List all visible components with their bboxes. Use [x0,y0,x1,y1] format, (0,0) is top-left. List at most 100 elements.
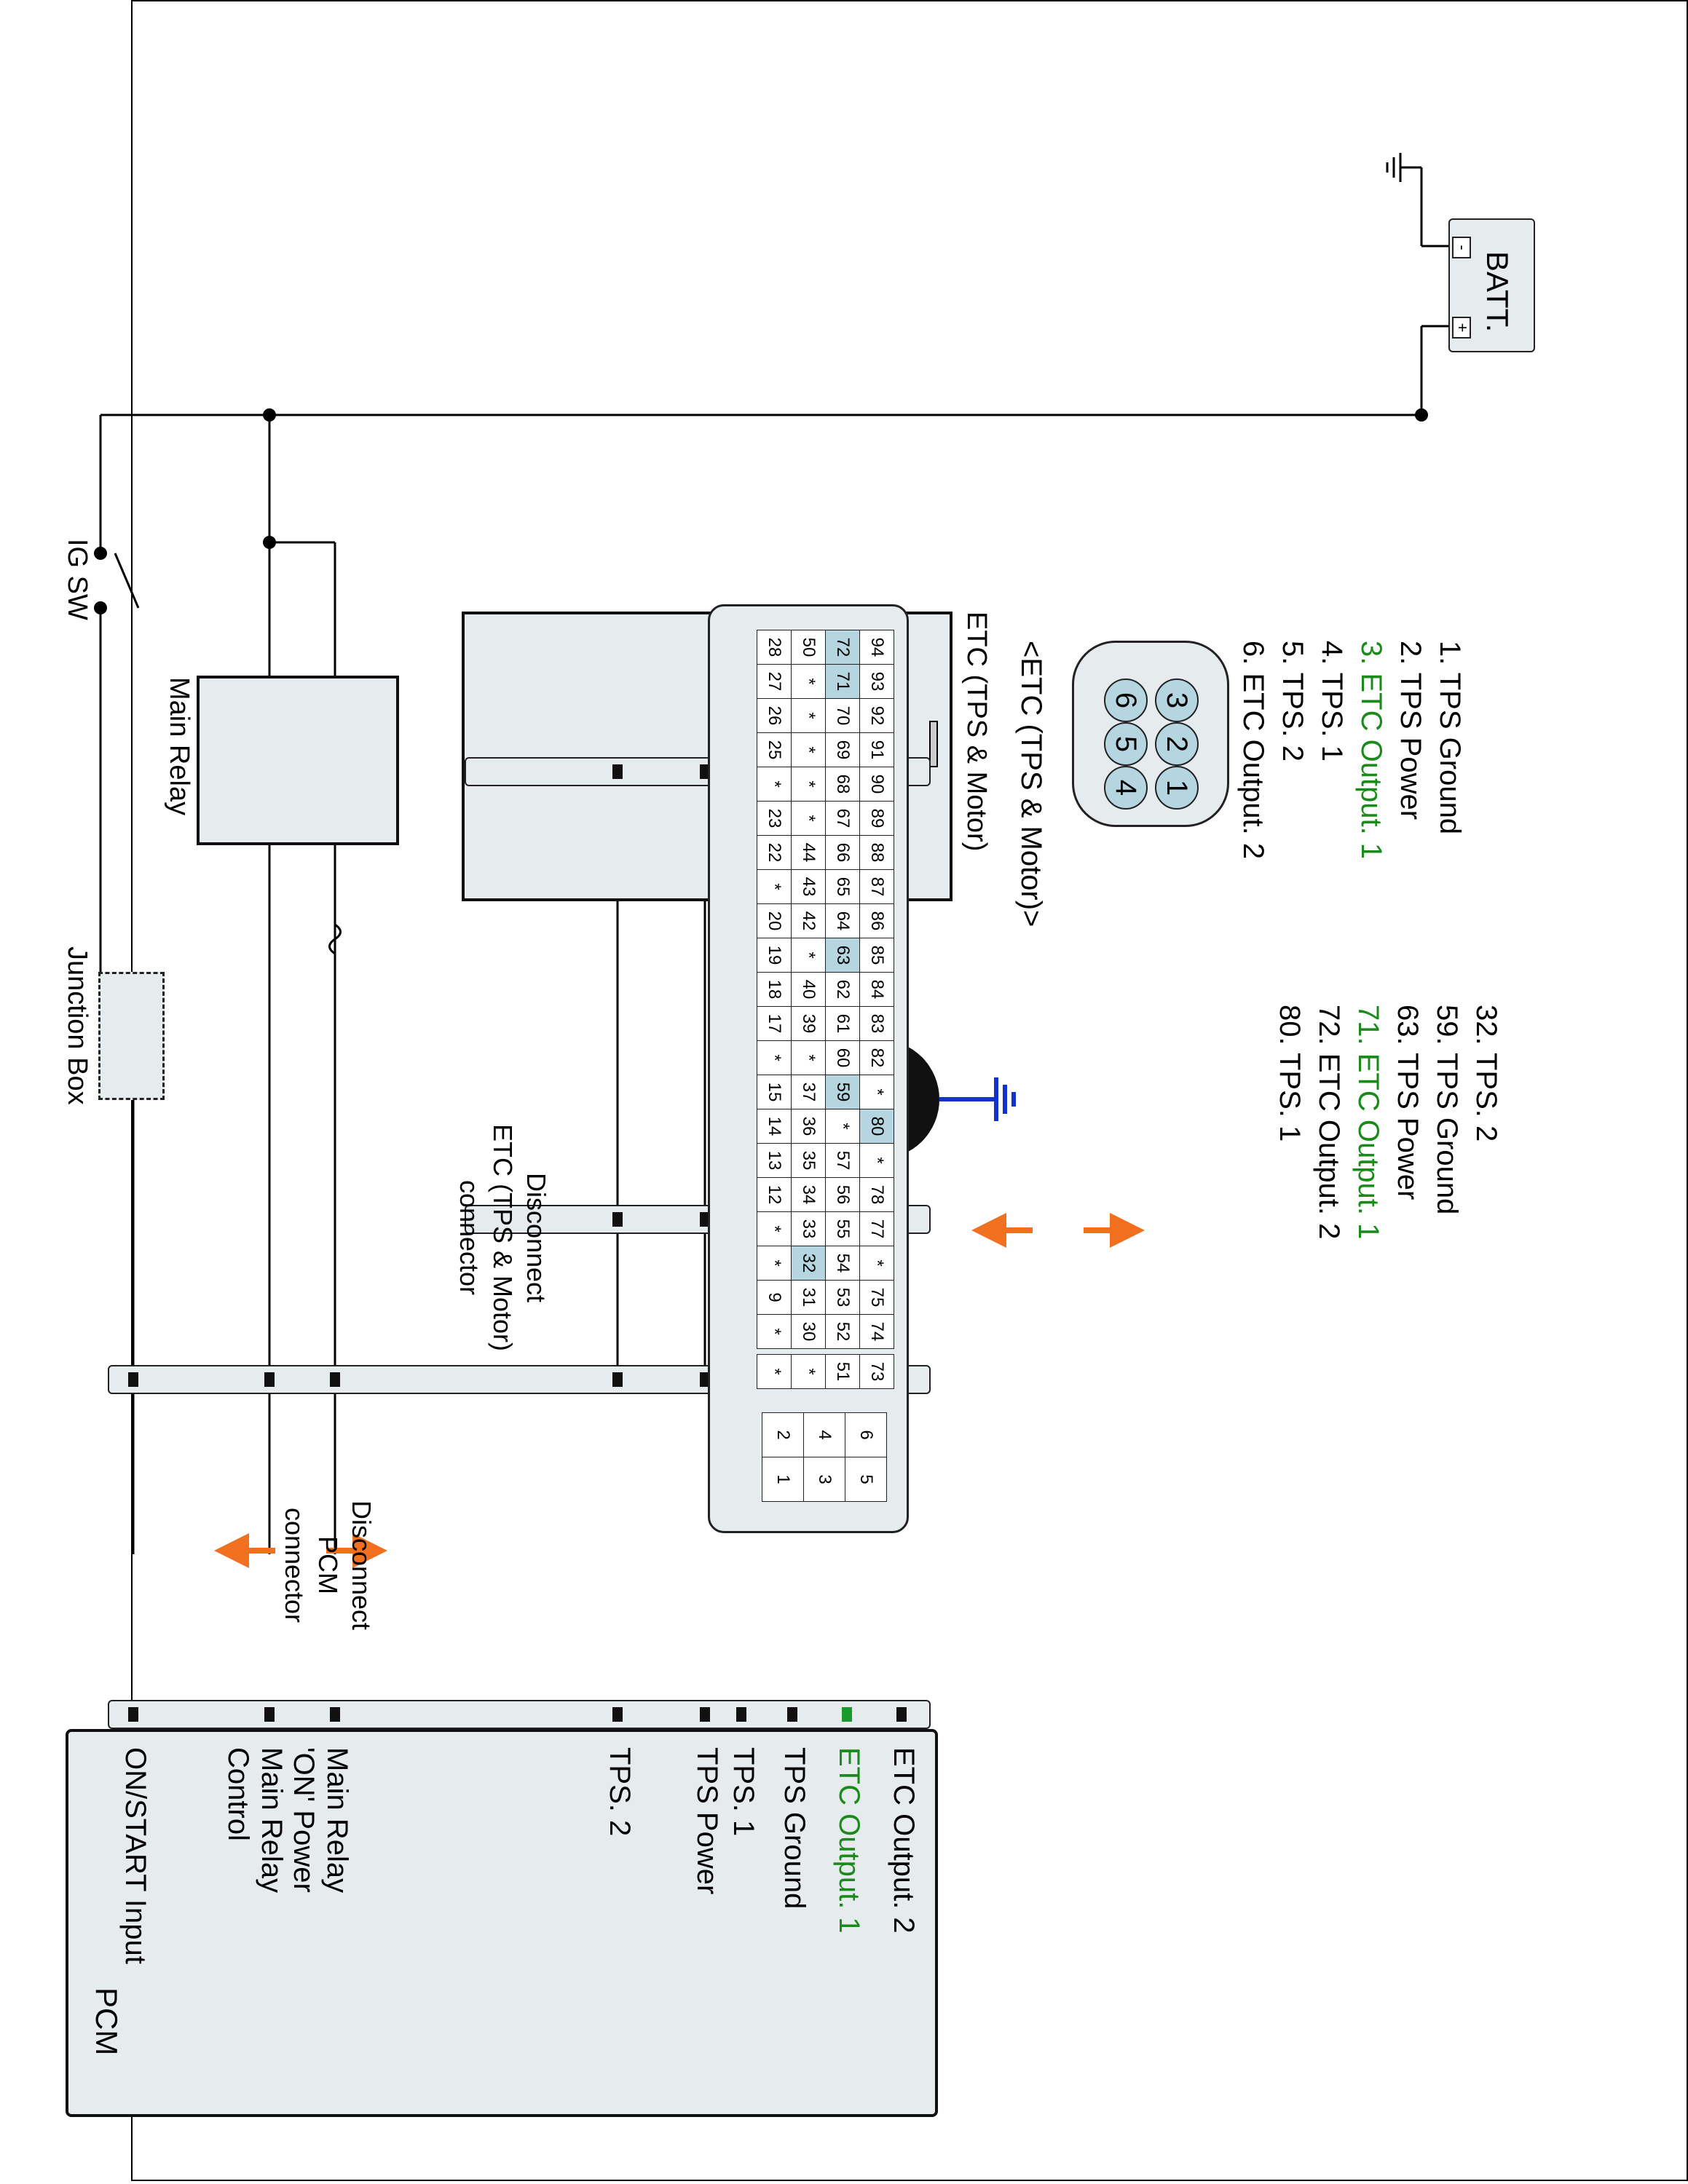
ig-switch-blade [114,553,140,609]
pcm-connector-legend-item: 71. ETC Output. 1 [1352,1005,1384,1240]
pcm-connector-cell: 72 [825,630,860,665]
pcm-connector-cell: 52 [825,1314,860,1349]
pcm-pin-label: TPS Power [691,1747,723,1895]
pcm-connector-cell: 80 [859,1109,894,1144]
ig-sw-label: IG SW [62,539,92,620]
pcm-connector-cell: 25 [757,732,792,767]
pcm-connector-cell: 35 [791,1143,826,1178]
pcm-connector-cell: 60 [825,1040,860,1075]
pcm-connector-legend-item: 80. TPS. 1 [1274,1005,1306,1142]
pcm-pin [612,1707,623,1722]
pcm-connector-cell: 1 [762,1457,804,1502]
etc-connector-legend-item: 4. TPS. 1 [1316,641,1348,762]
pcm-connector-cell: * [791,698,826,733]
pcm-connector-cell: 6 [845,1412,887,1457]
pcm-connector-cell: * [757,767,792,802]
etc-pin [612,764,623,779]
pcm-connector-cell: 59 [825,1075,860,1109]
pcm-connector-cell: 89 [859,801,894,836]
pcm-connector-cell: 28 [757,630,792,665]
pcm-pin [842,1707,852,1722]
pcm-connector-cell: 51 [825,1354,860,1389]
pcm-connector-cell: 31 [791,1280,826,1315]
pcm-connector-legend-item: 32. TPS. 2 [1470,1005,1502,1142]
pcm-connector-cell: 30 [791,1314,826,1349]
disconnect-etc-label: Disconnect [521,1172,551,1303]
pcm-connector-cell: 66 [825,835,860,870]
pcm-connector-cell: 78 [859,1177,894,1212]
pcm-title: PCM [90,1987,124,2056]
pcm-connector-cell: * [859,1075,894,1109]
pcm-connector-cell: 61 [825,1006,860,1041]
pcm-connector-cell: 69 [825,732,860,767]
pcm-connector-cell: 13 [757,1143,792,1178]
pcm-connector-cell: * [791,1040,826,1075]
pcm-connector-cell: 44 [791,835,826,870]
battery-label: BATT. [1480,251,1515,333]
pcm-connector-cell: 91 [859,732,894,767]
disconnect-etc-label: ETC (TPS & Motor) [488,1123,518,1352]
pcm-connector-cell: 37 [791,1075,826,1109]
etc-connector-legend-item: 6. ETC Output. 2 [1237,641,1269,860]
pcm-connector-cell: 36 [791,1109,826,1144]
pcm-connector-cell: * [791,938,826,973]
pcm-connector-cell: * [757,869,792,904]
pcm-connector-cell: 3 [803,1457,845,1502]
pcm-connector-cell: 53 [825,1280,860,1315]
pcm-pin [264,1707,275,1722]
pcm-pin [330,1707,340,1722]
pcm-pin [128,1707,138,1722]
etc-connector-title: <ETC (TPS & Motor)> [1015,641,1047,927]
pcm-connector-cell: 27 [757,664,792,699]
pcm-connector-cell: 34 [791,1177,826,1212]
pcm-connector-cell: 75 [859,1280,894,1315]
disconnect-pcm-label: Disconnect [347,1500,376,1631]
pcm-connector-cell: 85 [859,938,894,973]
etc-connector-pin: 4 [1104,766,1148,810]
battery-minus-terminal: - [1452,237,1472,258]
pcm-connector-cell: * [859,1246,894,1281]
pcm-mating-pin [330,1372,340,1387]
pcm-pin [736,1707,746,1722]
etc-connector-pin: 6 [1104,678,1148,722]
pcm-connector-cell: * [757,1211,792,1246]
pcm-connector-cell: 67 [825,801,860,836]
pcm-pin [896,1707,907,1722]
pcm-pin-label: Main Relay Control [222,1747,288,1894]
etc-connector-pin: 1 [1155,766,1199,810]
etc-connector-pin: 5 [1104,722,1148,766]
etc-connector-face [1072,641,1229,827]
pcm-connector-cell: 20 [757,903,792,938]
pcm-connector-cell: * [757,1314,792,1349]
pcm-connector-cell: * [791,664,826,699]
pcm-connector-cell: 15 [757,1075,792,1109]
pcm-pin-label: TPS Ground [778,1747,811,1910]
pcm-connector-cell: * [791,767,826,802]
pcm-connector-cell: 42 [791,903,826,938]
pcm-connector-cell: 26 [757,698,792,733]
pcm-connector-cell: 84 [859,972,894,1007]
pcm-connector-cell: * [791,732,826,767]
pcm-connector-cell: 82 [859,1040,894,1075]
pcm-pin-label: TPS. 2 [604,1747,636,1837]
pcm-connector-cell: 87 [859,869,894,904]
etc-connector-legend-item: 3. ETC Output. 1 [1355,641,1387,860]
pcm-connector-cell: 50 [791,630,826,665]
etc-box-label: ETC (TPS & Motor) [961,612,992,852]
pcm-connector-cell: 56 [825,1177,860,1212]
pcm-mating-pin [264,1372,275,1387]
pcm-connector-cell: 94 [859,630,894,665]
pcm-connector-cell: * [757,1040,792,1075]
pcm-pin-label: Main Relay 'ON' Power [288,1747,353,1894]
pcm-connector-cell: 64 [825,903,860,938]
pcm-connector-cell: 43 [791,869,826,904]
pcm-connector-cell: 70 [825,698,860,733]
igsw-left-contact [94,547,107,560]
pcm-connector-cell: 4 [803,1412,845,1457]
pcm-connector-cell: 12 [757,1177,792,1212]
etc-connector-legend-item: 2. TPS Power [1395,641,1427,820]
